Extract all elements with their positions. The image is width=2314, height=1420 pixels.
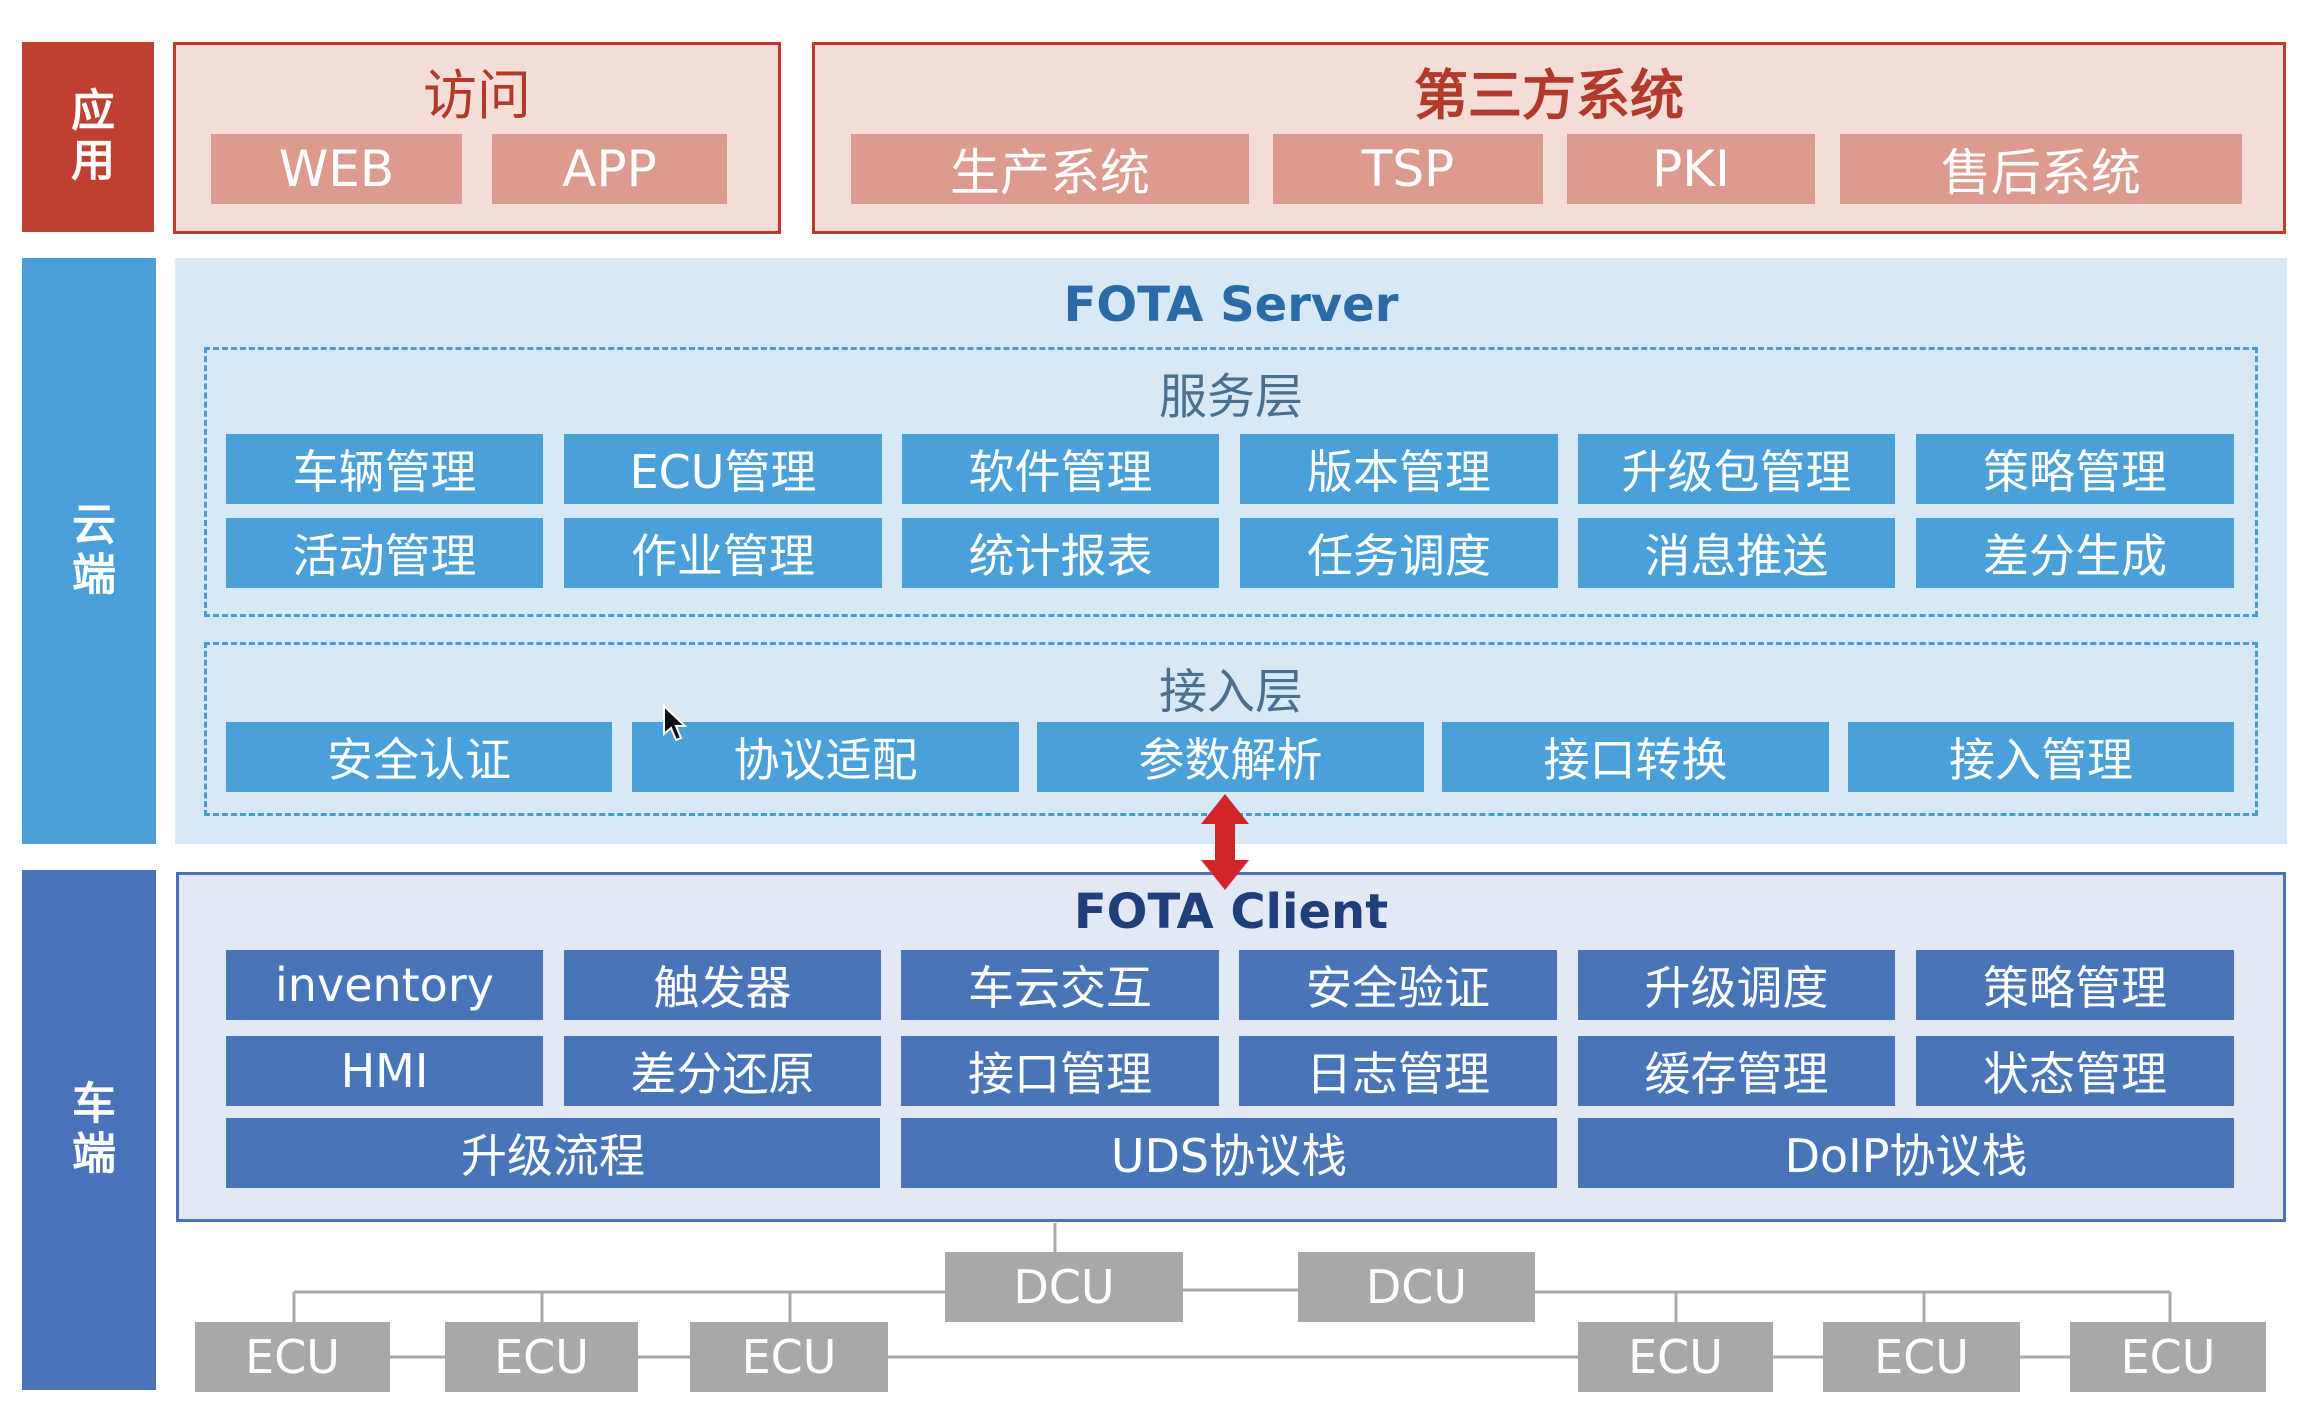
access-layer-item: 接入管理 xyxy=(1848,722,2234,792)
access-layer-item: 安全认证 xyxy=(226,722,612,792)
service-item: 升级包管理 xyxy=(1578,434,1895,504)
third-party-item-tsp: TSP xyxy=(1273,134,1543,204)
client-item: 缓存管理 xyxy=(1578,1036,1895,1106)
side-label-cloud: 云端 xyxy=(22,258,156,844)
access-layer-item: 接口转换 xyxy=(1442,722,1829,792)
client-item: 接口管理 xyxy=(901,1036,1219,1106)
access-item-web: WEB xyxy=(211,134,462,204)
service-item: 活动管理 xyxy=(226,518,543,588)
client-item: 触发器 xyxy=(564,950,881,1020)
service-item: 差分生成 xyxy=(1916,518,2234,588)
bidirectional-arrow-icon xyxy=(1201,794,1249,890)
third-party-item-production: 生产系统 xyxy=(851,134,1249,204)
service-item: 车辆管理 xyxy=(226,434,543,504)
ecu-node: ECU xyxy=(1823,1322,2020,1392)
ecu-node: ECU xyxy=(195,1322,390,1392)
client-item-wide: 升级流程 xyxy=(226,1118,880,1188)
client-item: 状态管理 xyxy=(1916,1036,2234,1106)
ecu-node: ECU xyxy=(2070,1322,2266,1392)
client-item: 升级调度 xyxy=(1578,950,1895,1020)
fota-client-title: FOTA Client xyxy=(1073,884,1389,940)
dcu-node: DCU xyxy=(945,1252,1183,1322)
side-label-vehicle: 车端 xyxy=(22,870,156,1390)
service-layer-box xyxy=(204,347,2258,617)
service-item: 版本管理 xyxy=(1240,434,1558,504)
ecu-node: ECU xyxy=(445,1322,638,1392)
access-layer-title: 接入层 xyxy=(1158,664,1303,720)
third-party-title: 第三方系统 xyxy=(1414,63,1684,127)
service-item: 软件管理 xyxy=(902,434,1219,504)
third-party-item-pki: PKI xyxy=(1567,134,1815,204)
client-item: inventory xyxy=(226,950,543,1020)
third-party-item-aftersales: 售后系统 xyxy=(1840,134,2242,204)
client-item: HMI xyxy=(226,1036,543,1106)
client-item: 车云交互 xyxy=(901,950,1219,1020)
access-layer-item: 参数解析 xyxy=(1037,722,1424,792)
service-item: ECU管理 xyxy=(564,434,882,504)
side-label-app: 应用 xyxy=(22,42,154,232)
ecu-node: ECU xyxy=(1578,1322,1773,1392)
access-title: 访问 xyxy=(423,63,531,127)
client-item: 安全验证 xyxy=(1239,950,1557,1020)
client-item: 差分还原 xyxy=(564,1036,881,1106)
client-item-wide: DoIP协议栈 xyxy=(1578,1118,2234,1188)
mouse-cursor-icon xyxy=(663,704,688,742)
service-layer-title: 服务层 xyxy=(1158,369,1303,425)
service-item: 作业管理 xyxy=(564,518,882,588)
access-item-app: APP xyxy=(492,134,727,204)
client-item: 策略管理 xyxy=(1916,950,2234,1020)
dcu-node: DCU xyxy=(1298,1252,1535,1322)
fota-server-title: FOTA Server xyxy=(1063,277,1399,333)
ecu-node: ECU xyxy=(690,1322,888,1392)
client-item: 日志管理 xyxy=(1239,1036,1557,1106)
service-item: 消息推送 xyxy=(1578,518,1895,588)
service-item: 统计报表 xyxy=(902,518,1219,588)
service-item: 任务调度 xyxy=(1240,518,1558,588)
access-layer-item: 协议适配 xyxy=(632,722,1019,792)
client-item-wide: UDS协议栈 xyxy=(901,1118,1557,1188)
service-item: 策略管理 xyxy=(1916,434,2234,504)
